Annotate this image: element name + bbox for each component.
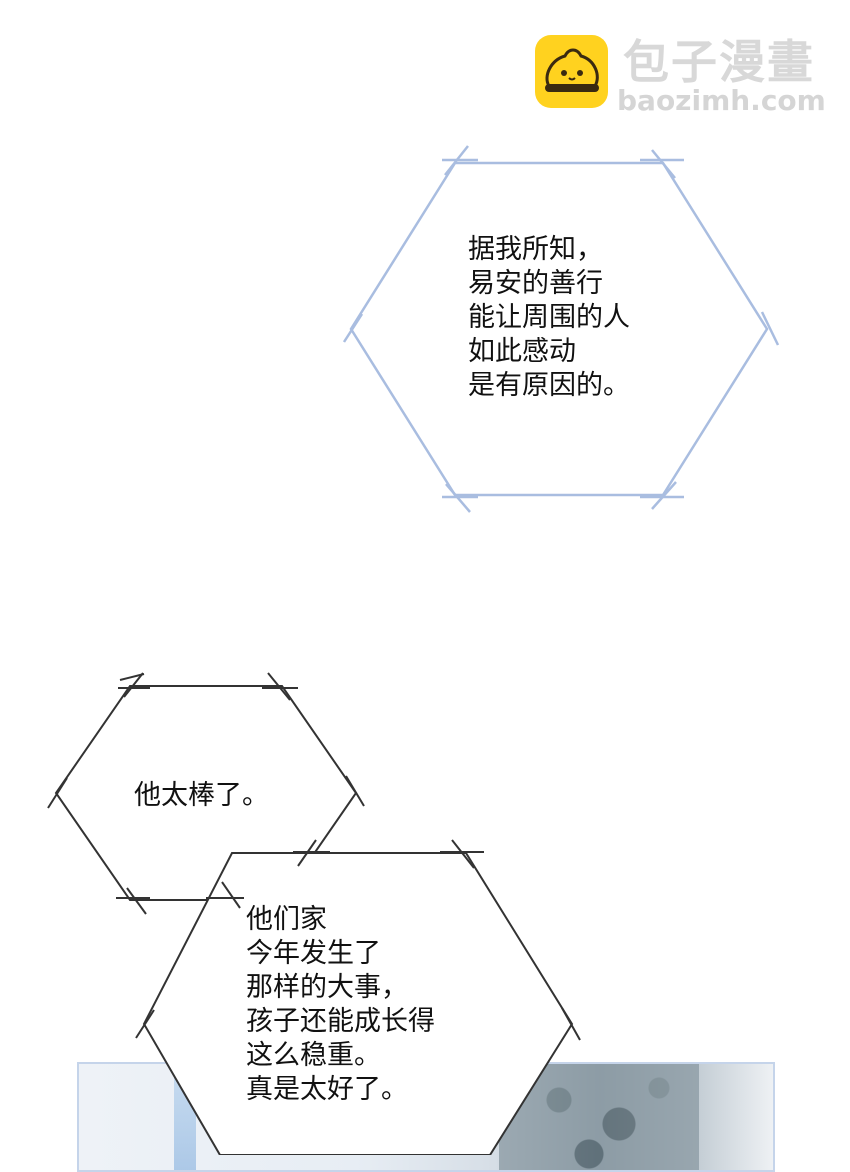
bubble-frame-3	[135, 839, 581, 1155]
bubble-text-1: 据我所知， 易安的善行 能让周围的人 如此感动 是有原因的。	[468, 234, 630, 401]
watermark-title: 包子漫畫	[623, 35, 815, 89]
site-watermark: 包子漫畫 baozimh.com	[535, 35, 826, 117]
bubble-text-2: 他太棒了。	[134, 780, 269, 811]
watermark-url: baozimh.com	[617, 84, 826, 117]
bubble-text-3: 他们家 今年发生了 那样的大事， 孩子还能成长得 这么稳重。 真是太好了。	[246, 904, 435, 1105]
bubble-frame-1	[342, 145, 780, 513]
bun-mascot-icon	[535, 35, 608, 108]
